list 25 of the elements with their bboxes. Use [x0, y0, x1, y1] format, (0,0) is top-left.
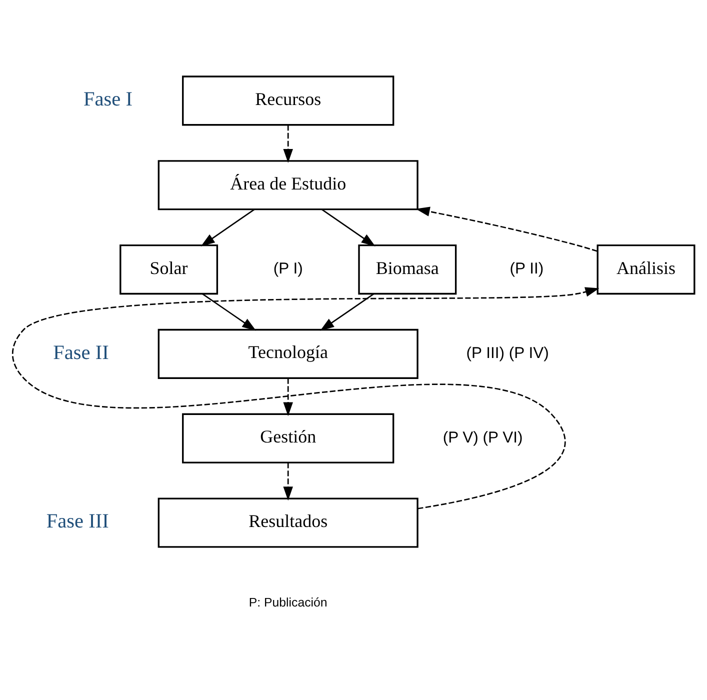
arrow: [321, 208, 376, 246]
node-box: Biomasa: [358, 244, 457, 295]
node-box: Resultados: [158, 498, 418, 548]
node-box: Solar: [120, 244, 218, 295]
arrow: [200, 208, 255, 246]
node-box: Análisis: [596, 244, 696, 295]
node-label: (P V) (P VI): [442, 430, 523, 447]
label: Fase II: [53, 342, 109, 364]
node-box: Área de Estudio: [158, 160, 418, 210]
label: Fase I: [84, 88, 132, 111]
arrow: [202, 293, 256, 331]
label: P: Publicación: [248, 595, 328, 610]
arrow: [12, 287, 600, 510]
label: Fase III: [46, 510, 109, 533]
arrow: [283, 378, 293, 416]
node-box: Tecnología: [158, 328, 418, 379]
arrow: [283, 125, 293, 163]
node-box: Recursos: [182, 76, 394, 126]
arrow: [283, 462, 293, 501]
arrow: [320, 293, 374, 331]
arrow: [416, 206, 598, 252]
node-label: (P I): [273, 260, 303, 278]
node-label: (P II): [510, 260, 544, 278]
node-box: Gestión: [182, 413, 394, 464]
node-label: (P III) (P IV): [466, 345, 549, 362]
